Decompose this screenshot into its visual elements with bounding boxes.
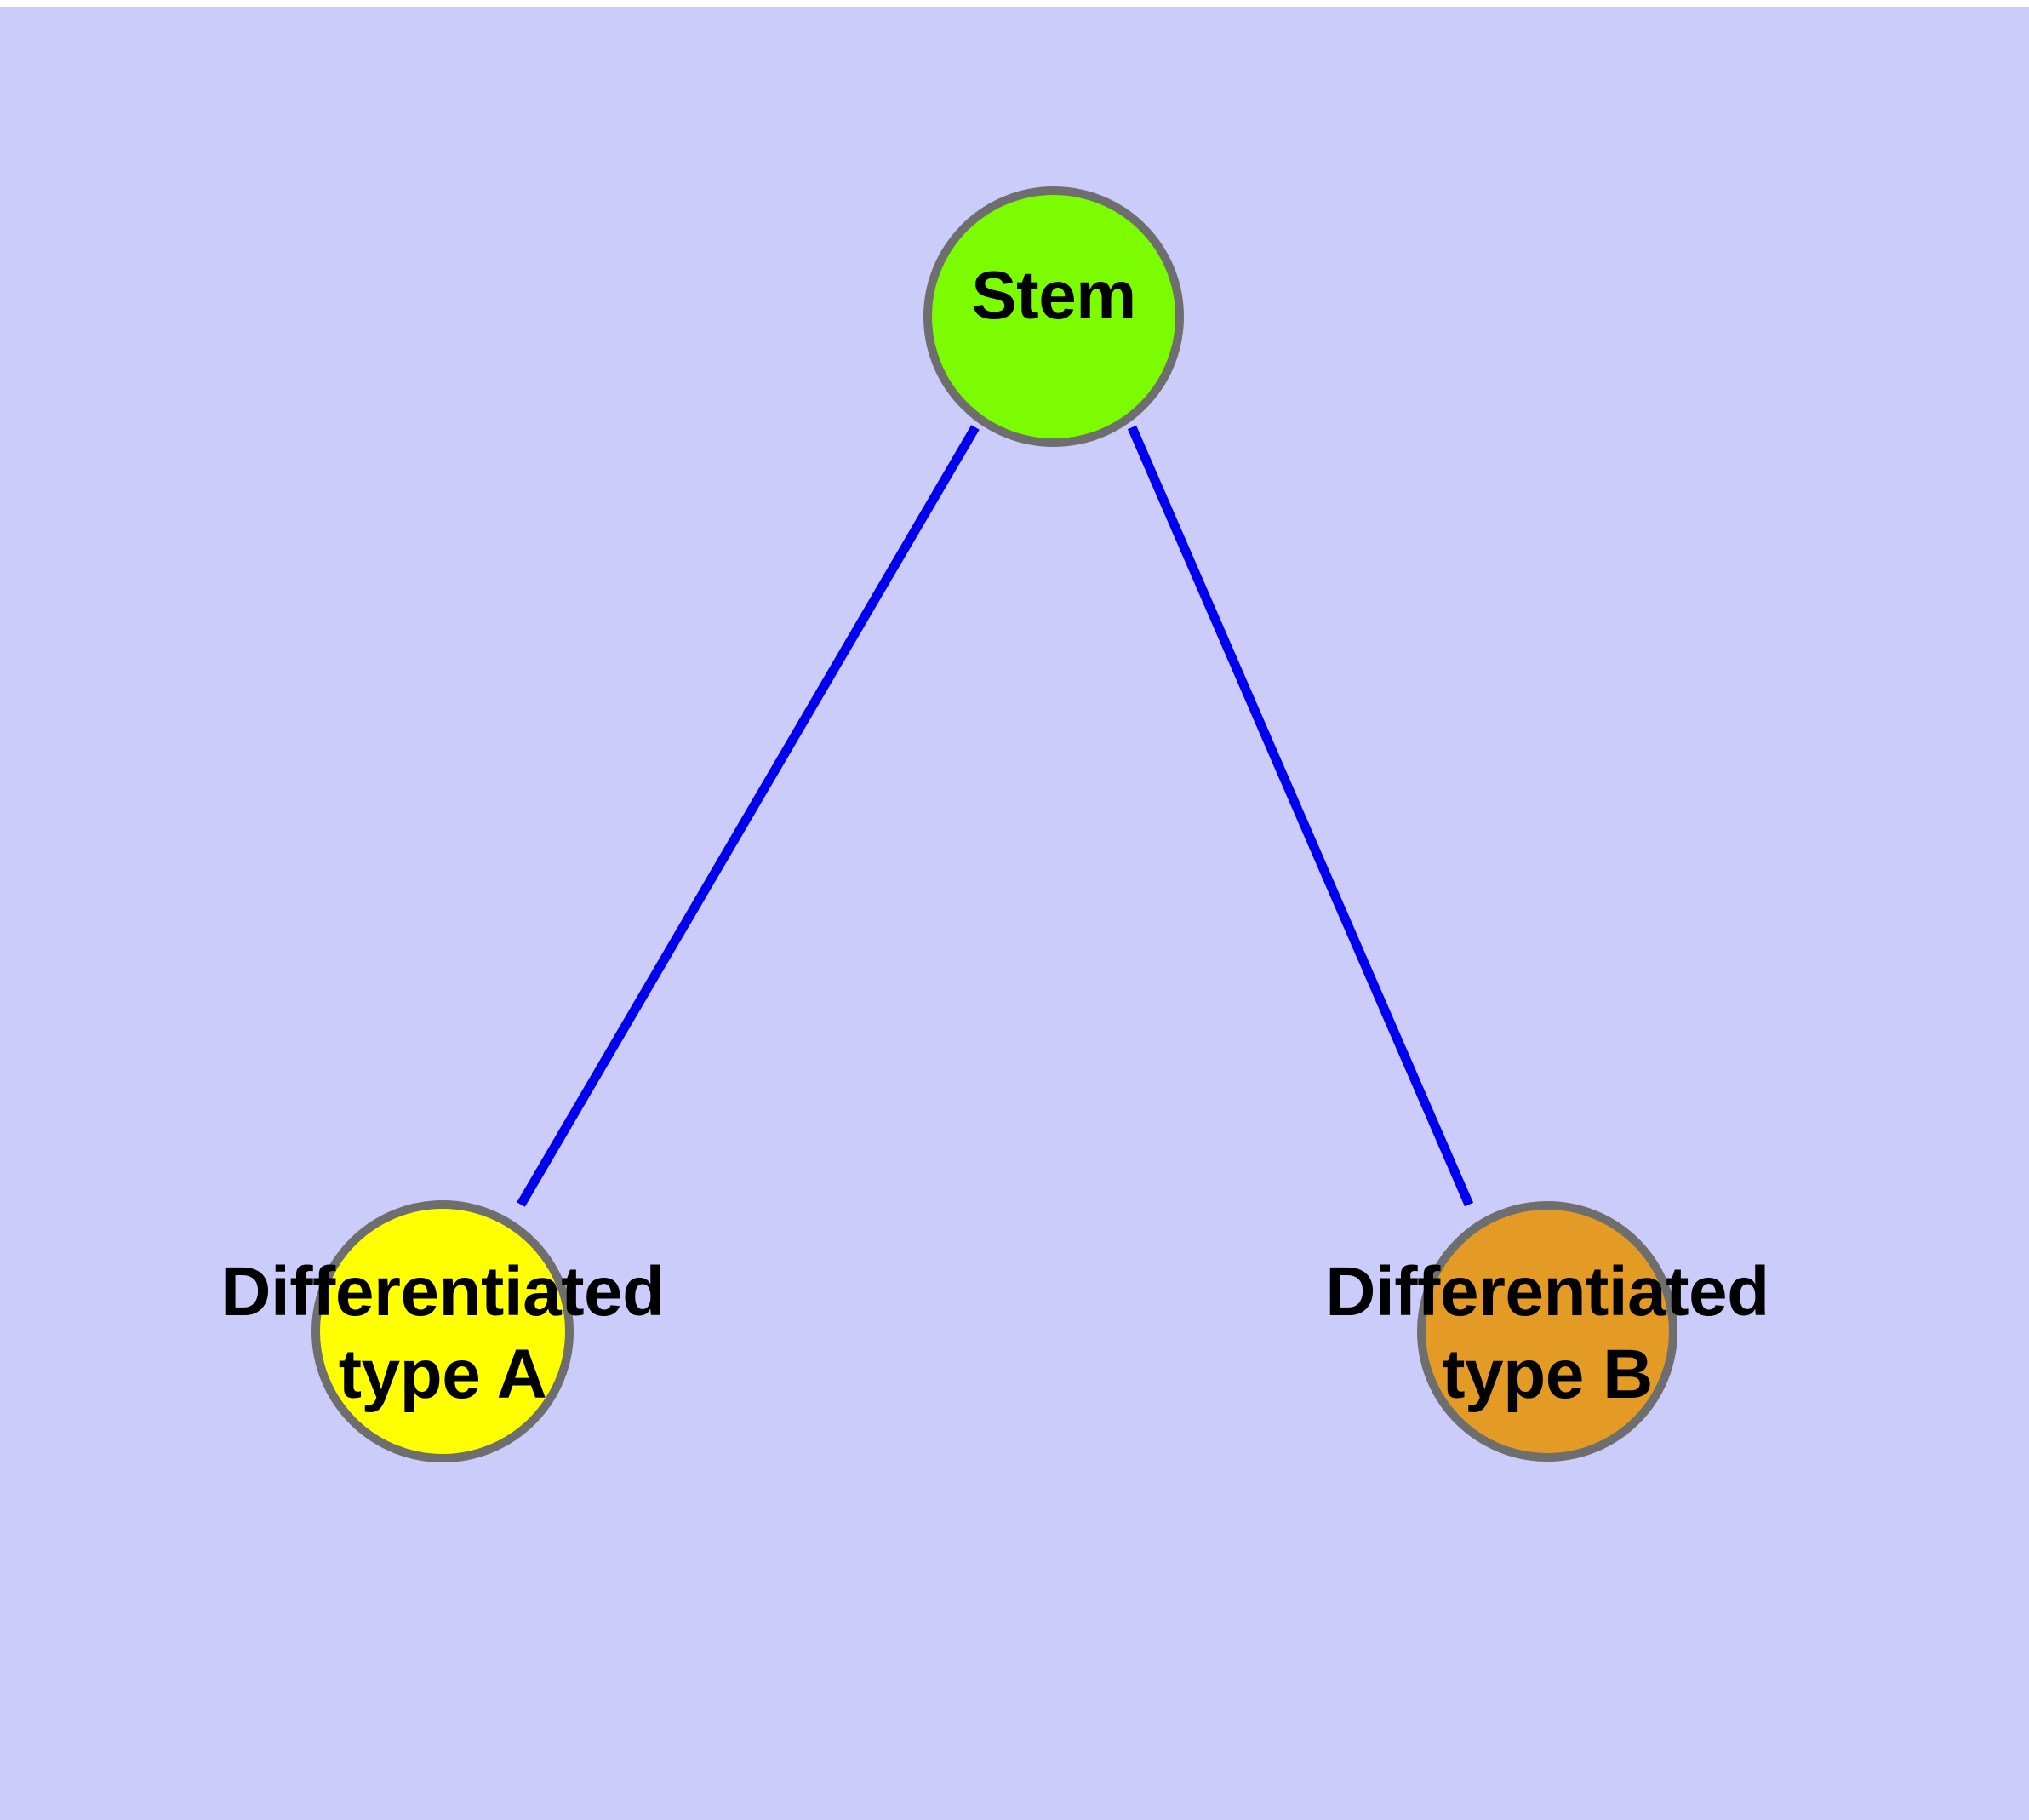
node-differentiated-type-b-circle[interactable]	[1417, 1201, 1677, 1462]
edge-stem-to-differentiated-type-a	[517, 425, 980, 1207]
edge-stem-to-differentiated-type-b	[1127, 425, 1474, 1207]
node-differentiated-type-a-circle[interactable]	[311, 1200, 574, 1462]
node-stem-circle[interactable]	[923, 186, 1184, 447]
